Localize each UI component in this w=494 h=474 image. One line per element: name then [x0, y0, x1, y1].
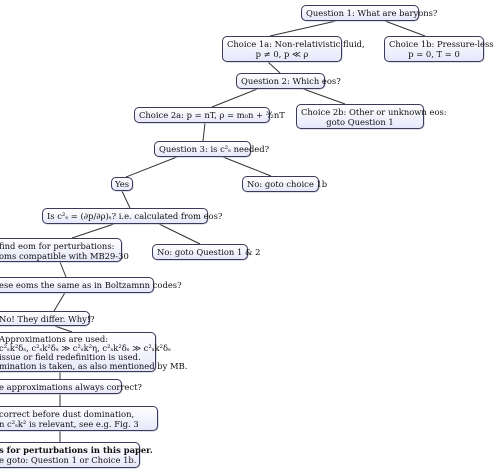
node-question-1: Question 1: What are baryons? — [301, 5, 438, 21]
node-choice-1a: Choice 1a: Non-relativistic fluid, p ≠ 0… — [222, 36, 365, 62]
node-approximations-always-correct: e approximations always correct? — [0, 379, 142, 394]
edge-q2-c2b — [294, 85, 346, 105]
edge-c1a-q2 — [267, 61, 281, 74]
edge-q2-c2a — [211, 85, 266, 108]
node-is-cs-from-eos: Is c²ₛ = (∂p/∂ρ)ₛ? i.e. calculated from … — [42, 208, 223, 224]
node-final-perturbations-paper-line-1: s for perturbations in this paper. — [0, 445, 153, 455]
node-correct-before-dust-line-2: n c²ₛk² is relevant, see e.g. Fig. 3 — [0, 419, 139, 429]
node-find-eom-perturbations-line-2: oms compatible with MB29-30 — [0, 251, 129, 261]
node-choice-2b: Choice 2b: Other or unknown eos: goto Qu… — [296, 104, 447, 129]
node-approximations-used-line-4: mination is taken, as also mentioned by … — [0, 361, 188, 371]
edge-q1-c1b — [384, 20, 426, 37]
node-final-perturbations-paper: s for perturbations in this paper. e got… — [0, 442, 153, 468]
node-choice-1a-line-2: p ≠ 0, p ≪ ρ — [255, 49, 309, 59]
node-they-differ-line-1: No! They differ. Why!? — [0, 314, 95, 324]
node-correct-before-dust: correct before dust domination, n c²ₛk² … — [0, 406, 158, 431]
edge-q3-yes — [125, 154, 183, 178]
node-question-3: Question 3: is c²ₛ needed? — [154, 141, 270, 157]
node-find-eom-perturbations-line-1: find eom for perturbations: — [0, 241, 115, 251]
node-correct-before-dust-line-1: correct before dust domination, — [0, 409, 135, 419]
node-no-goto-question-1-2-line-1: No: goto Question 1 & 2 — [157, 247, 261, 257]
node-approximations-used-line-1: Approximations are used: — [0, 334, 109, 344]
node-choice-2a-line-1: Choice 2a: p = nT, ρ = m₀n + ³⁄₂nT — [139, 110, 285, 120]
edge-isc-findeom — [71, 221, 121, 239]
node-approximations-used-line-2: c²ₛk²δₛ, c²ₛk²δₛ ≫ c²ₛk²η, c²ₛk²δₛ ≫ c²ₛ… — [0, 343, 171, 353]
node-final-perturbations-paper-line-2: e goto: Question 1 or Choice 1b. — [0, 455, 137, 465]
node-choice-1a-line-1: Choice 1a: Non-relativistic fluid, — [227, 39, 365, 49]
node-approximations-used-line-3: issue or field redefinition is used. — [0, 352, 141, 362]
node-choice-1b-line-2: p = 0, T = 0 — [408, 49, 460, 59]
node-no-goto-choice-1b: No: goto choice 1b — [242, 176, 328, 192]
edge-isc-no12 — [154, 221, 201, 245]
edge-c2a-q3 — [202, 122, 206, 142]
node-eoms-same-as-boltzmann-line-1: ese eoms the same as in Boltzamnn codes? — [0, 280, 182, 290]
node-no-goto-question-1-2: No: goto Question 1 & 2 — [152, 244, 261, 260]
edge-q1-c1a — [269, 20, 337, 37]
node-question-1-line-1: Question 1: What are baryons? — [306, 8, 438, 18]
node-approximations-used: Approximations are used: c²ₛk²δₛ, c²ₛk²δ… — [0, 332, 188, 372]
flowchart-canvas: Question 1: What are baryons? Choice 1a:… — [0, 5, 494, 468]
node-is-cs-from-eos-line-1: Is c²ₛ = (∂p/∂ρ)ₛ? i.e. calculated from … — [47, 211, 223, 221]
node-find-eom-perturbations: find eom for perturbations: oms compatib… — [0, 238, 129, 262]
edge-q3-no1b — [217, 154, 272, 177]
node-eoms-same-as-boltzmann: ese eoms the same as in Boltzamnn codes? — [0, 277, 182, 293]
node-yes-line-1: Yes — [114, 179, 130, 189]
node-choice-2b-line-2: goto Question 1 — [326, 117, 394, 127]
node-no-goto-choice-1b-line-1: No: goto choice 1b — [247, 179, 328, 189]
node-they-differ: No! They differ. Why!? — [0, 311, 95, 326]
node-question-3-line-1: Question 3: is c²ₛ needed? — [159, 144, 270, 154]
node-choice-2a: Choice 2a: p = nT, ρ = m₀n + ³⁄₂nT — [134, 107, 285, 123]
node-choice-1b: Choice 1b: Pressure-less p = 0, T = 0 — [384, 36, 494, 62]
node-choice-1b-line-1: Choice 1b: Pressure-less — [389, 39, 494, 49]
node-question-2: Question 2: Which eos? — [236, 73, 341, 89]
flowchart-connectors — [51, 20, 426, 442]
edge-yes-isc — [120, 188, 131, 209]
node-choice-2b-line-1: Choice 2b: Other or unknown eos: — [301, 107, 447, 117]
node-approximations-always-correct-line-1: e approximations always correct? — [0, 382, 142, 392]
node-question-2-line-1: Question 2: Which eos? — [241, 76, 341, 86]
edge-findeom-same — [59, 261, 67, 278]
edge-same-differ — [53, 290, 67, 312]
edge-differ-approx — [51, 324, 73, 333]
node-yes: Yes — [111, 177, 133, 191]
